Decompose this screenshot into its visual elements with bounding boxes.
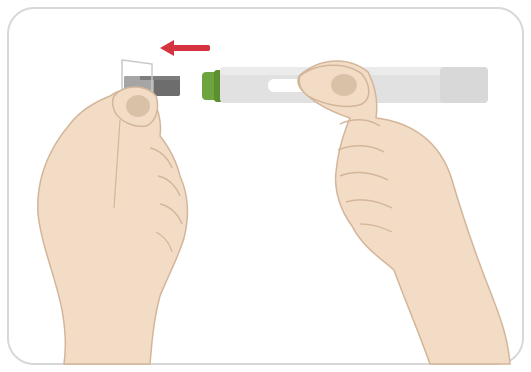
instruction-illustration <box>0 0 531 372</box>
illustration-canvas <box>0 0 531 372</box>
